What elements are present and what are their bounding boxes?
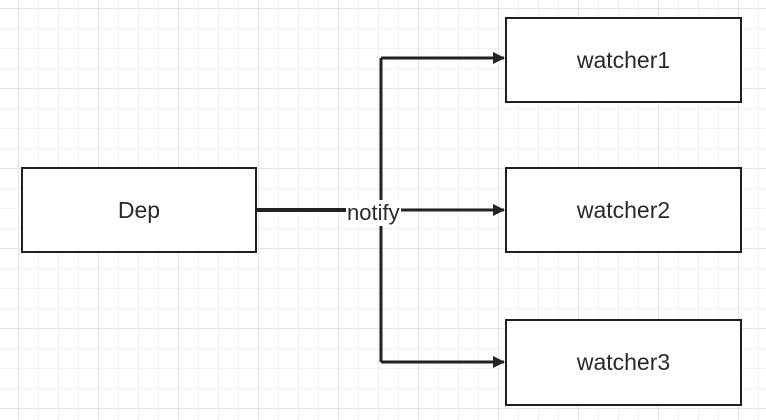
dep-node-label: Dep <box>117 196 161 223</box>
watcher2-node[interactable]: watcher2 <box>505 167 742 253</box>
watcher1-node[interactable]: watcher1 <box>505 17 742 103</box>
watcher3-node[interactable]: watcher3 <box>505 319 742 406</box>
watcher2-node-label: watcher2 <box>576 196 671 223</box>
dep-node[interactable]: Dep <box>21 167 257 253</box>
watcher1-node-label: watcher1 <box>576 46 671 73</box>
watcher3-node-label: watcher3 <box>576 349 671 375</box>
notify-edge-label: notify <box>346 200 401 226</box>
